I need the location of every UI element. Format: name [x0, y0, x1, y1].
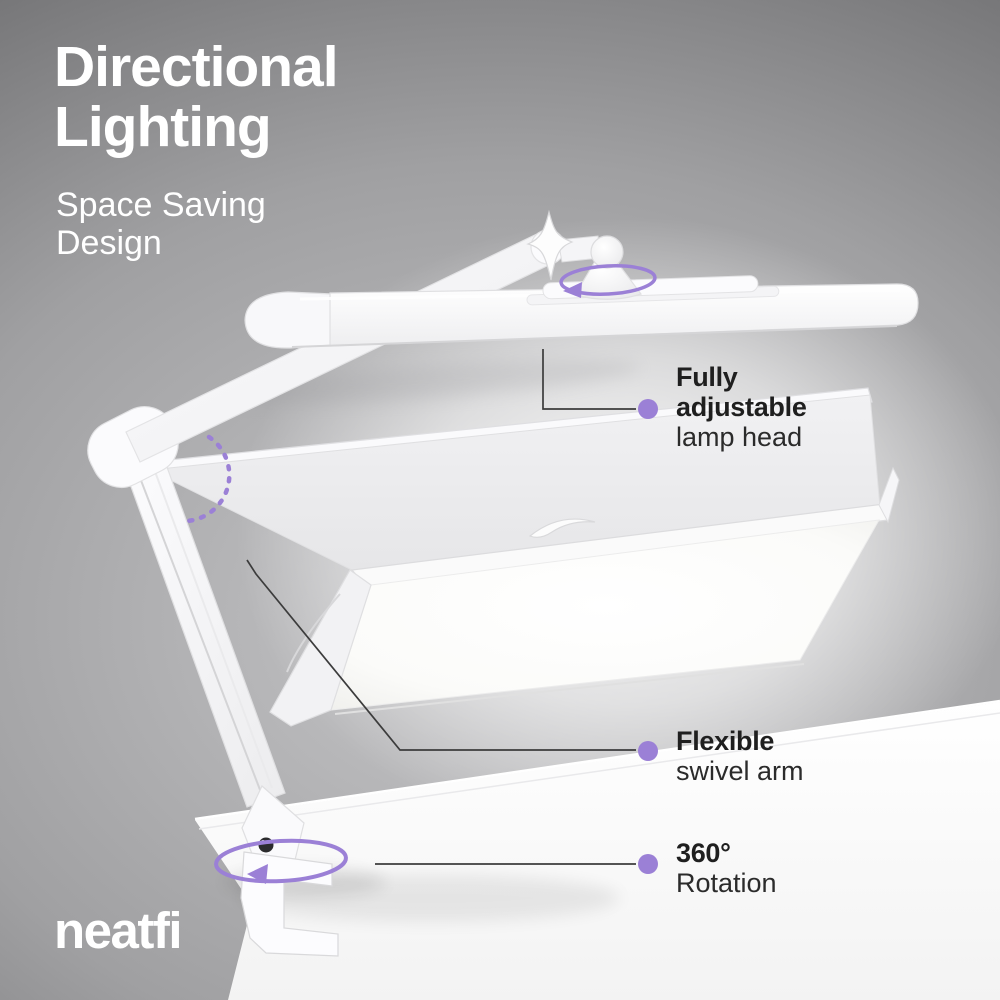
dashed-arc-icon: [184, 434, 232, 524]
callout-rotation-regular: Rotation: [676, 868, 777, 899]
page-title-line2: Lighting: [54, 94, 272, 159]
page-title: Directional Lighting: [54, 35, 339, 159]
head-mount: [526, 209, 780, 306]
callout-leaders: [246, 349, 658, 874]
rotation-arrow-icon: [559, 264, 657, 296]
page-title-line1: Directional: [54, 35, 339, 99]
arrowhead-icon: [563, 282, 582, 298]
page-subtitle: Space Saving Design: [56, 186, 266, 262]
callout-swivel-arm: Flexible swivel arm: [676, 726, 804, 786]
leader-line-swivel-arm: [246, 559, 636, 751]
adjustment-knob: [526, 209, 574, 281]
callout-lamp-head: Fully adjustable lamp head: [676, 362, 871, 453]
page-subtitle-line1: Space Saving: [56, 186, 266, 224]
callout-swivel-arm-bold: Flexible: [676, 726, 775, 756]
head-rotation-indicator: [559, 264, 657, 298]
callout-lamp-head-regular: lamp head: [676, 422, 803, 453]
page-subtitle-line2: Design: [56, 224, 162, 263]
callout-rotation: 360° Rotation: [676, 838, 777, 898]
callout-rotation-bold: 360°: [676, 838, 731, 868]
brand-logo: neatfi: [54, 902, 183, 959]
dot-icon: [638, 741, 658, 761]
callout-lamp-head-bold: Fully adjustable: [676, 362, 807, 423]
dot-icon: [638, 399, 658, 419]
leader-line-lamp-head: [542, 349, 636, 410]
callout-swivel-arm-regular: swivel arm: [676, 756, 804, 787]
rotation-arrow-icon: [214, 838, 348, 884]
base-rotation-indicator: [214, 838, 348, 884]
dot-icon: [638, 854, 658, 874]
arrowhead-icon: [247, 864, 268, 884]
lamp-head-tilted: [148, 360, 900, 727]
